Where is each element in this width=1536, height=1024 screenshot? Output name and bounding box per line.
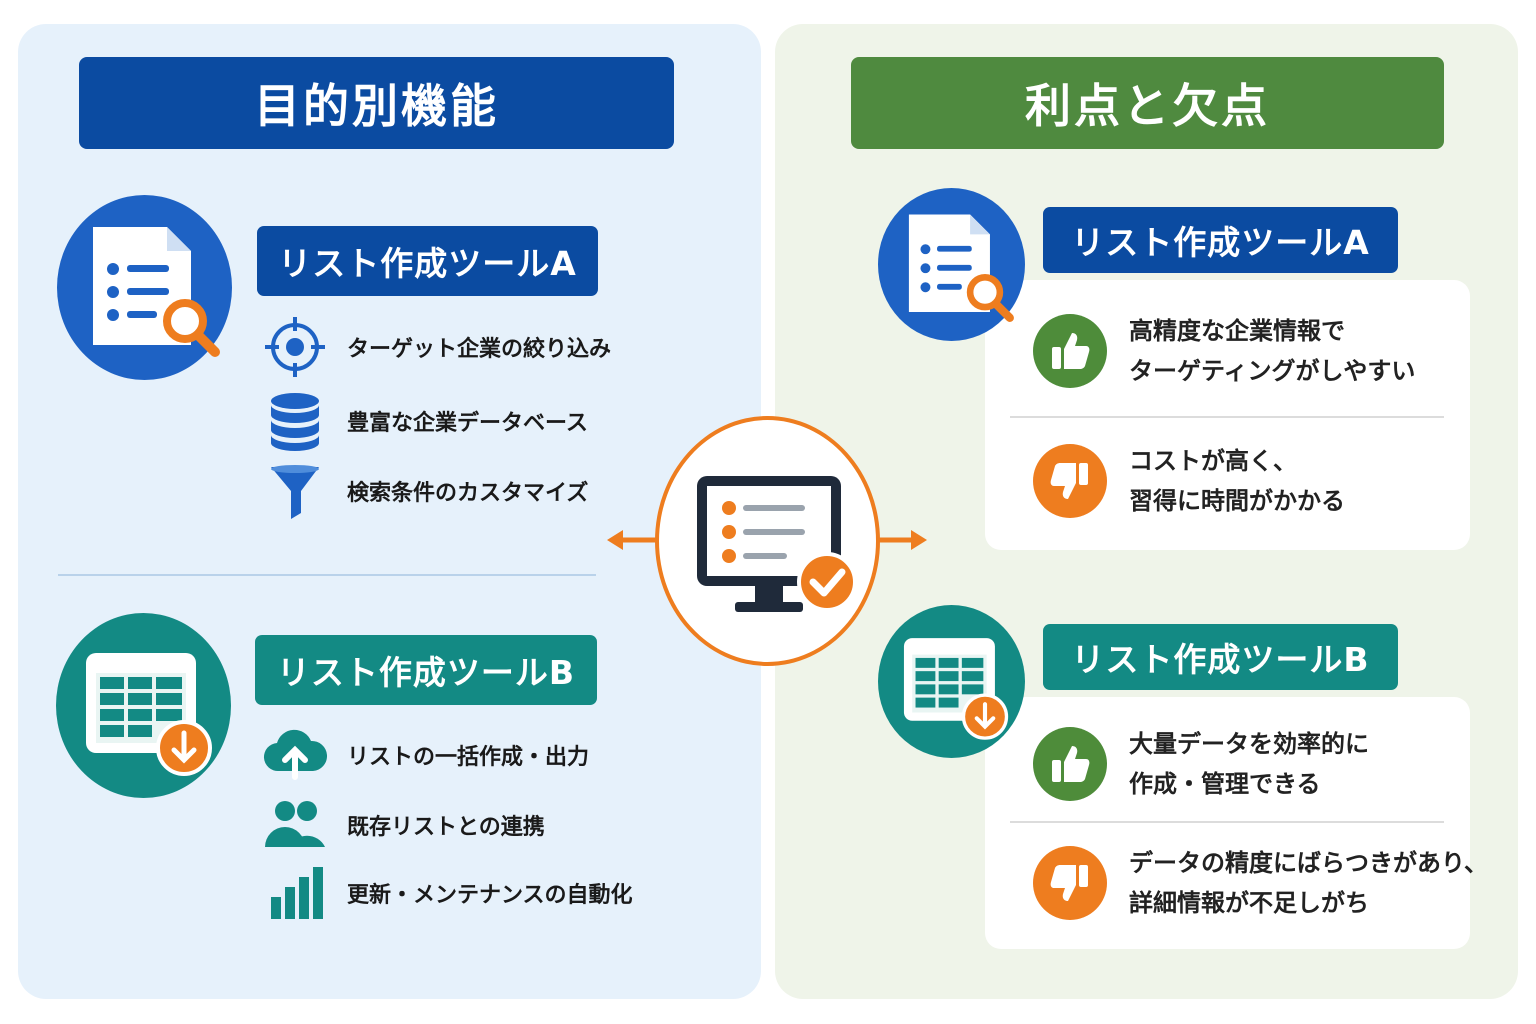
feature-item: 豊富な企業データベース <box>263 393 588 451</box>
cons-text-line: 習得に時間がかかる <box>1129 486 1345 515</box>
tool-a-document-icon <box>878 188 1025 341</box>
thumbs-down-icon <box>1033 845 1107 920</box>
bar-chart-icon <box>263 865 327 921</box>
card-divider <box>1010 821 1444 823</box>
tool-a-document-icon <box>57 195 232 380</box>
feature-label: ターゲット企業の絞り込み <box>347 337 612 362</box>
feature-item: ターゲット企業の絞り込み <box>263 317 612 377</box>
card-divider <box>1010 416 1444 418</box>
funnel-icon <box>263 463 327 519</box>
feature-label: 既存リストとの連携 <box>347 815 545 840</box>
monitor-check-icon <box>655 416 880 666</box>
cons-text-line: データの精度にばらつきがあり、 <box>1129 848 1489 877</box>
pros-text-line: 大量データを効率的に <box>1129 729 1369 758</box>
features-panel <box>18 24 761 999</box>
section-divider <box>58 574 596 576</box>
cons-item: データの精度にばらつきがあり、詳細情報が不足しがち <box>985 835 1488 930</box>
thumbs-up-icon <box>1033 313 1107 388</box>
feature-item: リストの一括作成・出力 <box>263 727 589 783</box>
features-header: 目的別機能 <box>79 57 674 149</box>
feature-label: 豊富な企業データベース <box>347 411 588 436</box>
feature-label: 更新・メンテナンスの自動化 <box>347 883 633 908</box>
pros-item: 大量データを効率的に作成・管理できる <box>985 716 1470 811</box>
feature-label: 検索条件のカスタマイズ <box>347 481 589 506</box>
pros-text-line: ターゲティングがしやすい <box>1129 356 1416 385</box>
tool-a-label: リスト作成ツールA <box>257 226 598 296</box>
tool-b-label: リスト作成ツールB <box>255 635 597 705</box>
tool-b-spreadsheet-icon <box>56 613 231 798</box>
thumbs-down-icon <box>1033 443 1107 518</box>
target-icon <box>263 317 327 377</box>
cloud-upload-icon <box>263 727 327 783</box>
feature-item: 検索条件のカスタマイズ <box>263 463 588 519</box>
cons-item: コストが高く、習得に時間がかかる <box>985 433 1470 528</box>
pros-cons-header: 利点と欠点 <box>851 57 1444 149</box>
cons-text-line: 詳細情報が不足しがち <box>1129 888 1369 917</box>
tool-b-label: リスト作成ツールB <box>1043 624 1398 690</box>
tool-a-label: リスト作成ツールA <box>1043 207 1398 273</box>
pros-text-line: 高精度な企業情報で <box>1129 316 1345 345</box>
feature-item: 更新・メンテナンスの自動化 <box>263 865 633 921</box>
cons-text-line: コストが高く、 <box>1129 446 1297 475</box>
database-icon <box>263 393 327 451</box>
tool-b-spreadsheet-icon <box>878 605 1025 758</box>
thumbs-up-icon <box>1033 726 1107 801</box>
users-icon <box>263 797 327 853</box>
feature-label: リストの一括作成・出力 <box>347 745 590 770</box>
feature-item: 既存リストとの連携 <box>263 797 545 853</box>
pros-text-line: 作成・管理できる <box>1129 769 1321 798</box>
pros-item: 高精度な企業情報でターゲティングがしやすい <box>985 303 1470 398</box>
